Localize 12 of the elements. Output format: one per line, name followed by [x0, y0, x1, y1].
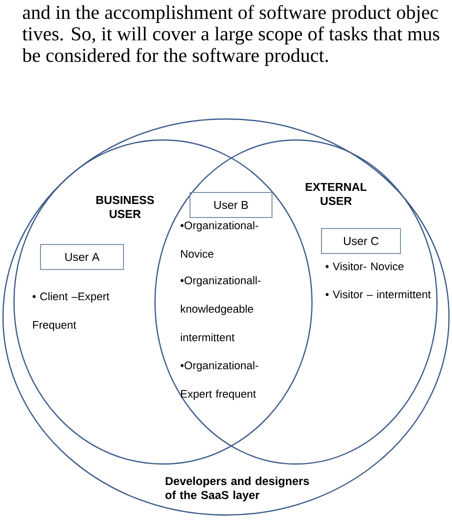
paragraph-line: tives. So, it will cover a large scope of tasks that mus	[22, 26, 440, 45]
user-box: User A	[40, 244, 124, 270]
bullet-text: • Visitor- Novice	[326, 262, 404, 270]
paragraph-line: and in the accomplishment of software product objec	[22, 5, 438, 23]
bullet-text: • Client –Expert Frequent	[32, 292, 110, 331]
bullet-text: •Organizational- Expert frequent	[180, 361, 258, 400]
paragraph-line: be considered for the software product.	[22, 48, 328, 66]
user-box: User C	[321, 228, 401, 254]
user-box: User B	[190, 192, 272, 218]
bullet-text: • Visitor – intermittent	[326, 290, 431, 298]
bullet-text: •Organizationall- knowledgeable intermittent	[180, 276, 261, 342]
bullet-text: •Organizational- Novice	[180, 221, 258, 258]
